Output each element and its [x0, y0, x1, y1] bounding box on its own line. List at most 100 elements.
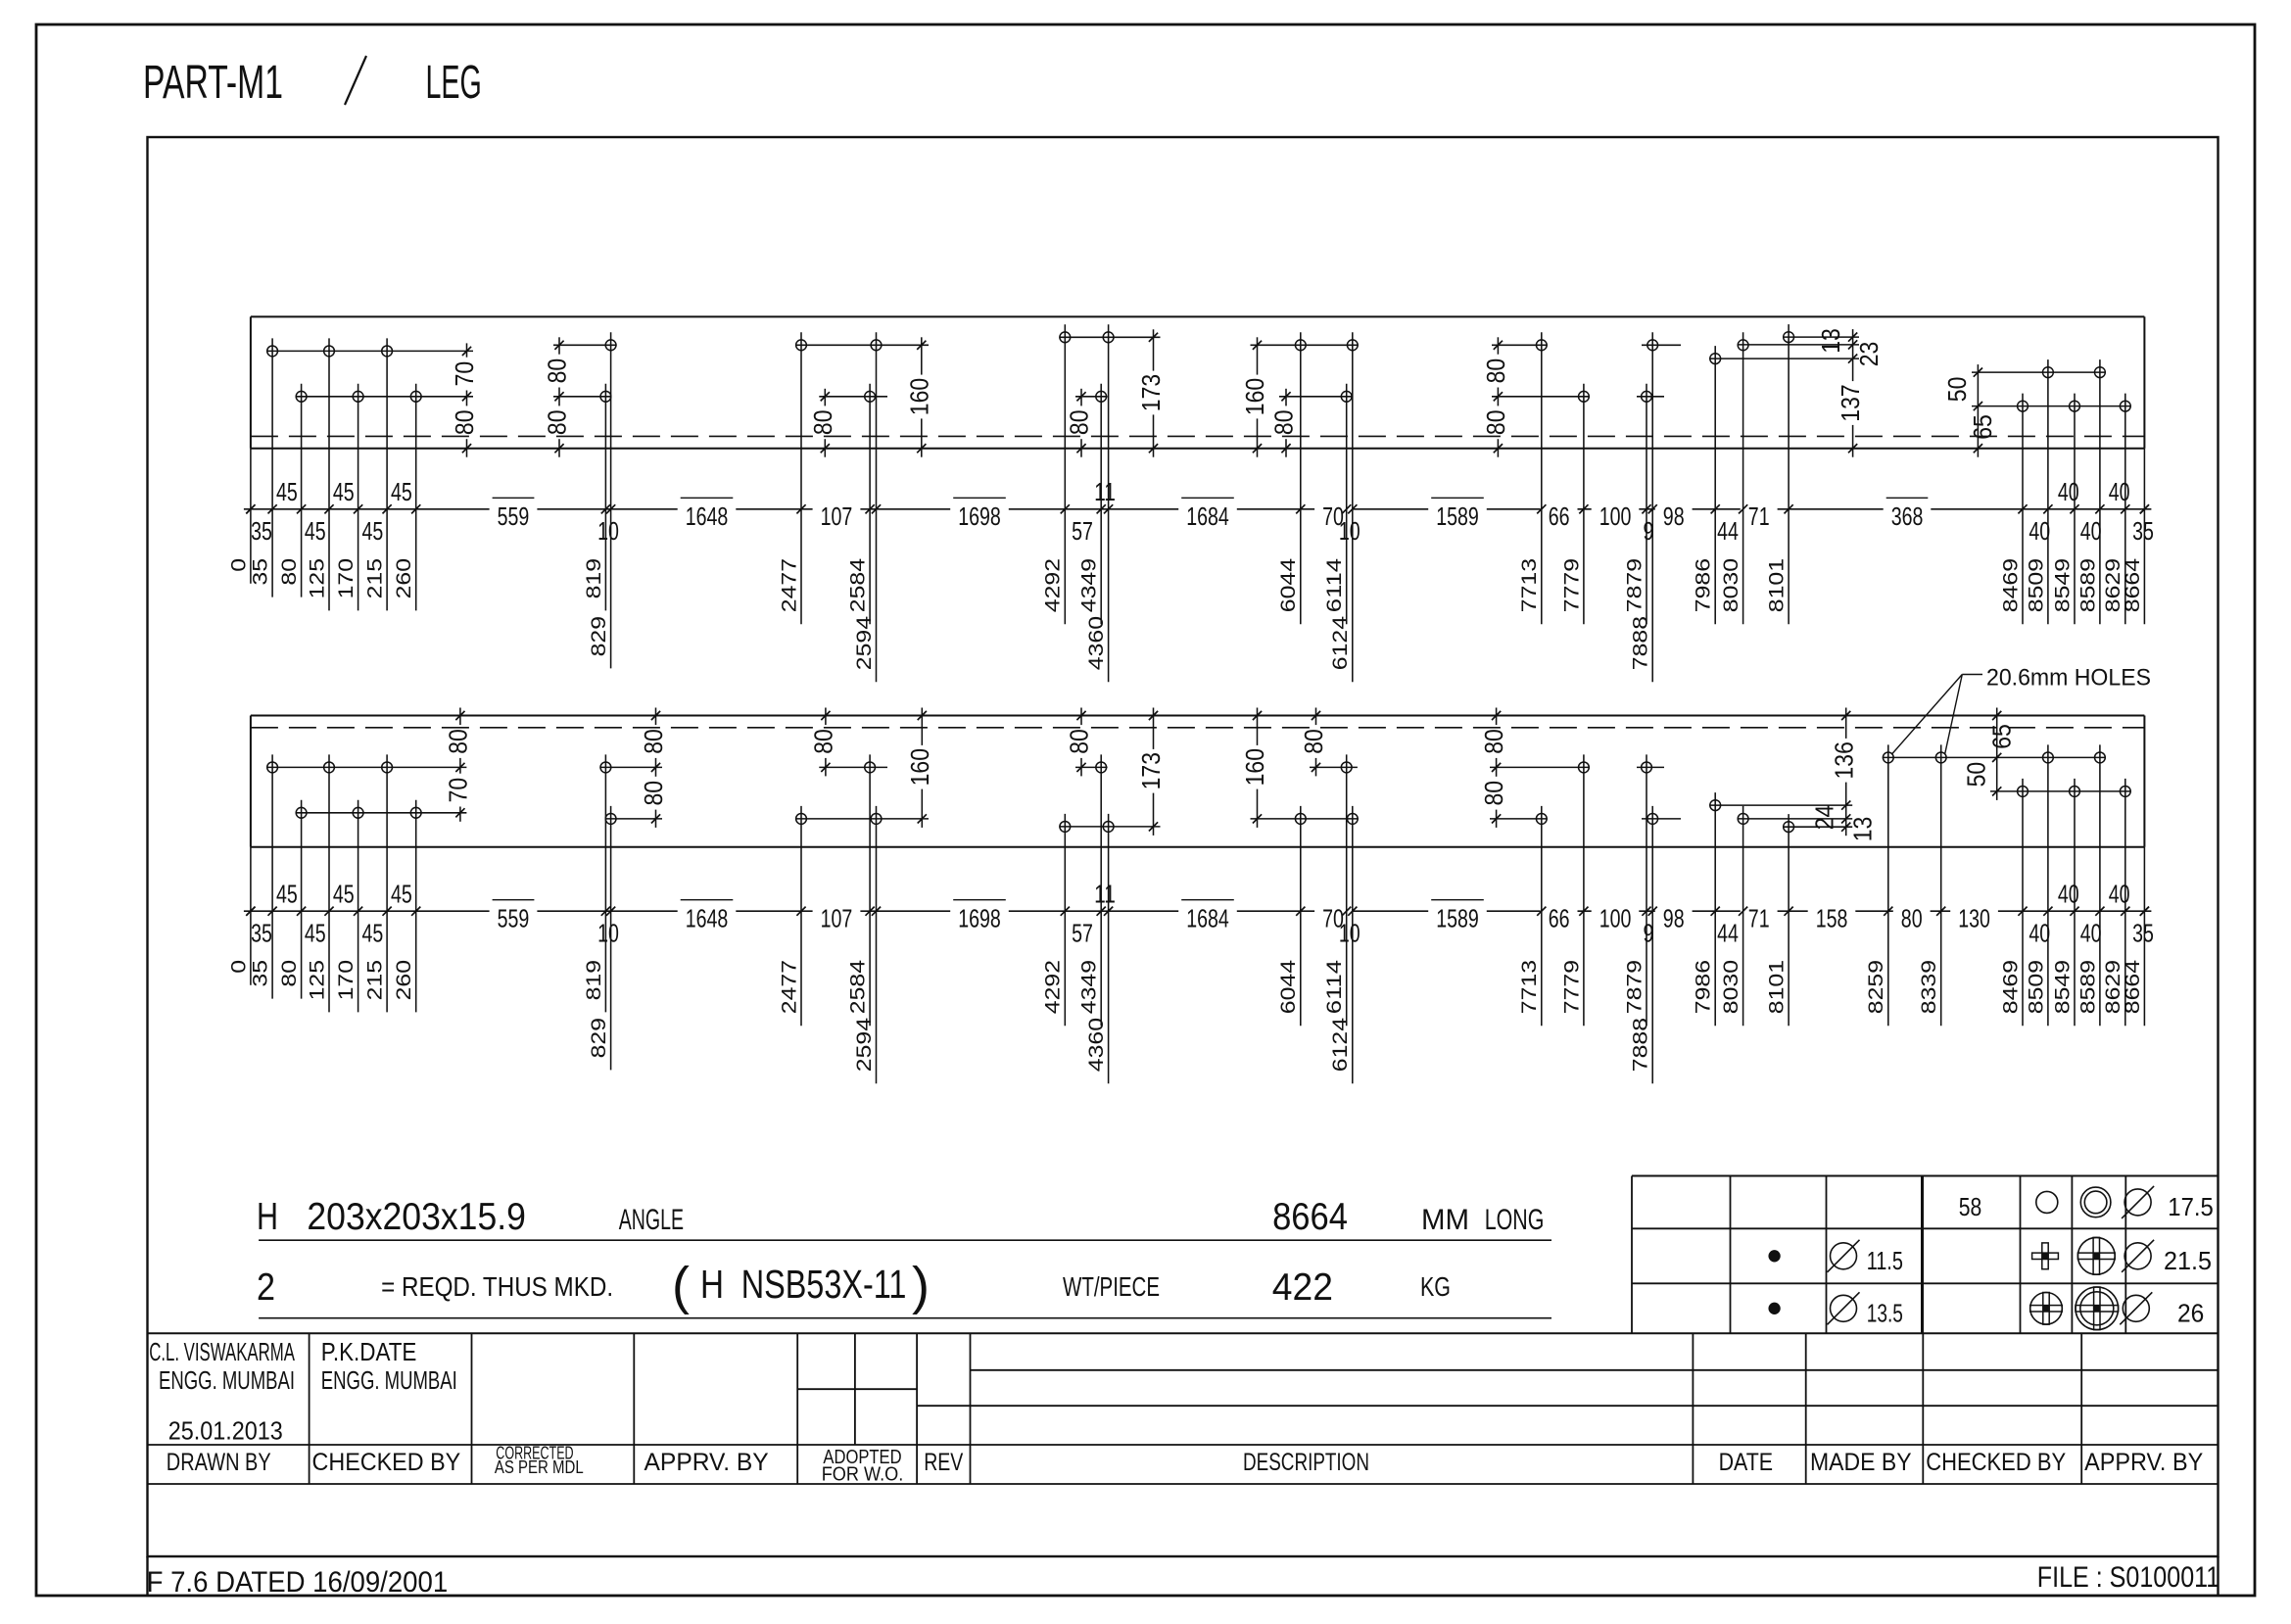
svg-text:MADE BY: MADE BY: [1810, 1449, 1912, 1476]
svg-text:158: 158: [1816, 903, 1848, 932]
svg-text:107: 107: [821, 903, 853, 932]
svg-text:71: 71: [1748, 502, 1770, 531]
svg-text:35: 35: [2132, 516, 2154, 546]
svg-text:130: 130: [1958, 903, 1990, 932]
svg-text:80: 80: [1479, 781, 1508, 806]
svg-text:160: 160: [1240, 748, 1269, 786]
svg-text:829: 829: [588, 1018, 610, 1058]
svg-text:7888: 7888: [1630, 1018, 1652, 1072]
svg-text:WT/PIECE: WT/PIECE: [1063, 1271, 1160, 1302]
svg-text:1648: 1648: [686, 903, 729, 932]
svg-text:NSB53X-11: NSB53X-11: [741, 1262, 907, 1307]
svg-text:24: 24: [1809, 805, 1838, 831]
svg-text:8101: 8101: [1766, 558, 1789, 612]
svg-text:(: (: [672, 1257, 690, 1315]
svg-text:LONG: LONG: [1485, 1204, 1545, 1236]
svg-text:7779: 7779: [1560, 960, 1583, 1014]
svg-text:0: 0: [227, 960, 250, 974]
svg-text:45: 45: [276, 477, 298, 506]
svg-text:11.5: 11.5: [1867, 1246, 1903, 1275]
svg-text:FILE : S0100011: FILE : S0100011: [2037, 1561, 2219, 1594]
svg-text:80: 80: [808, 410, 837, 436]
svg-text:6124: 6124: [1329, 1018, 1352, 1073]
svg-text:7986: 7986: [1693, 558, 1715, 612]
svg-text:70: 70: [1322, 903, 1344, 932]
svg-text:559: 559: [498, 502, 530, 531]
svg-text:559: 559: [498, 903, 530, 932]
svg-text:7713: 7713: [1518, 558, 1541, 612]
svg-text:7713: 7713: [1518, 960, 1541, 1014]
svg-text:4349: 4349: [1078, 558, 1101, 612]
svg-text:45: 45: [333, 477, 355, 506]
svg-text:45: 45: [333, 879, 355, 908]
svg-text:6114: 6114: [1323, 960, 1346, 1015]
svg-text:66: 66: [1549, 903, 1570, 932]
svg-text:2594: 2594: [853, 616, 876, 671]
svg-text:80: 80: [1299, 729, 1328, 754]
svg-text:7986: 7986: [1693, 960, 1715, 1014]
svg-text:7779: 7779: [1560, 558, 1583, 612]
svg-text:45: 45: [362, 919, 384, 948]
svg-text:APPRV. BY: APPRV. BY: [2084, 1449, 2203, 1476]
svg-text:8549: 8549: [2051, 960, 2074, 1014]
svg-text:): ): [912, 1257, 930, 1315]
svg-text:H: H: [700, 1262, 724, 1307]
svg-text:4360: 4360: [1085, 1018, 1108, 1072]
svg-text:11: 11: [1094, 879, 1116, 908]
svg-text:13: 13: [1816, 328, 1845, 354]
svg-text:7888: 7888: [1630, 616, 1652, 670]
svg-text:4292: 4292: [1042, 558, 1065, 612]
svg-text:25.01.2013: 25.01.2013: [168, 1416, 283, 1446]
svg-text:8030: 8030: [1720, 558, 1742, 612]
svg-text:80: 80: [1479, 729, 1508, 754]
svg-text:215: 215: [364, 558, 387, 598]
svg-text:40: 40: [2058, 477, 2079, 506]
svg-text:40: 40: [2080, 516, 2102, 546]
svg-text:100: 100: [1599, 502, 1632, 531]
svg-text:80: 80: [809, 729, 838, 754]
svg-text:160: 160: [1240, 378, 1269, 415]
svg-text:APPRV. BY: APPRV. BY: [644, 1449, 770, 1476]
svg-text:2477: 2477: [778, 558, 800, 612]
svg-text:45: 45: [276, 879, 298, 908]
svg-text:4349: 4349: [1078, 960, 1101, 1014]
svg-text:8509: 8509: [2025, 558, 2047, 612]
svg-text:8469: 8469: [1999, 558, 2022, 612]
svg-text:170: 170: [335, 960, 358, 1000]
svg-text:80: 80: [543, 410, 572, 436]
svg-text:98: 98: [1663, 502, 1685, 531]
svg-text:8664: 8664: [1272, 1196, 1348, 1238]
svg-text:1698: 1698: [958, 903, 1001, 932]
svg-text:8589: 8589: [2076, 558, 2099, 612]
svg-text:44: 44: [1717, 516, 1739, 546]
svg-text:125: 125: [306, 960, 328, 1000]
svg-text:40: 40: [2080, 919, 2102, 948]
svg-text:8629: 8629: [2102, 960, 2124, 1014]
svg-text:8030: 8030: [1720, 960, 1742, 1014]
svg-text:KG: KG: [1420, 1271, 1451, 1302]
svg-text:8259: 8259: [1865, 960, 1887, 1014]
svg-text:1589: 1589: [1436, 502, 1479, 531]
svg-text:44: 44: [1717, 919, 1739, 948]
svg-text:ADOPTED: ADOPTED: [823, 1447, 901, 1468]
svg-text:8664: 8664: [2122, 558, 2144, 613]
svg-text:8549: 8549: [2051, 558, 2074, 612]
svg-text:CHECKED BY: CHECKED BY: [312, 1449, 461, 1476]
svg-text:ENGG. MUMBAI: ENGG. MUMBAI: [321, 1365, 457, 1395]
svg-text:H: H: [257, 1196, 278, 1238]
svg-text:160: 160: [904, 378, 933, 415]
svg-text:260: 260: [393, 558, 415, 598]
svg-text:57: 57: [1072, 919, 1093, 948]
svg-text:80: 80: [1065, 410, 1094, 436]
svg-text:40: 40: [2028, 516, 2050, 546]
svg-text:8629: 8629: [2102, 558, 2124, 612]
svg-text:4292: 4292: [1042, 960, 1065, 1014]
svg-text:CHECKED BY: CHECKED BY: [1926, 1449, 2066, 1476]
svg-text:40: 40: [2058, 879, 2079, 908]
svg-text:4360: 4360: [1085, 616, 1108, 670]
svg-text:ANGLE: ANGLE: [619, 1204, 684, 1236]
svg-text:80: 80: [278, 558, 301, 586]
svg-text:35: 35: [2132, 919, 2154, 948]
svg-text:P.K.DATE: P.K.DATE: [321, 1337, 417, 1366]
svg-text:136: 136: [1829, 741, 1858, 779]
